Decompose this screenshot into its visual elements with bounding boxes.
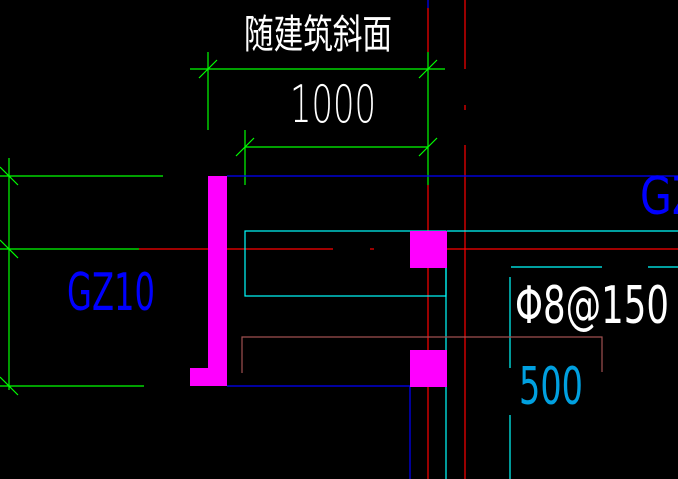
dimension-top-text: 1000 [290,75,376,135]
rebar-lines [244,230,678,479]
column-fills[interactable] [190,176,447,387]
leader-line [241,336,603,373]
column-label-right: GZ [640,167,678,227]
column-left-wall[interactable] [208,176,227,386]
column-square-bottom[interactable] [410,350,447,387]
dimension-lines [0,52,445,396]
title-note: 随建筑斜面 [244,12,392,58]
rebar-spec: Φ8@150 [515,276,669,336]
wall-lines [227,0,678,479]
dimension-bottom-text: 500 [519,357,583,417]
column-label-left: GZ10 [67,263,155,323]
column-left-foot[interactable] [190,368,208,386]
column-square-top[interactable] [410,231,447,268]
